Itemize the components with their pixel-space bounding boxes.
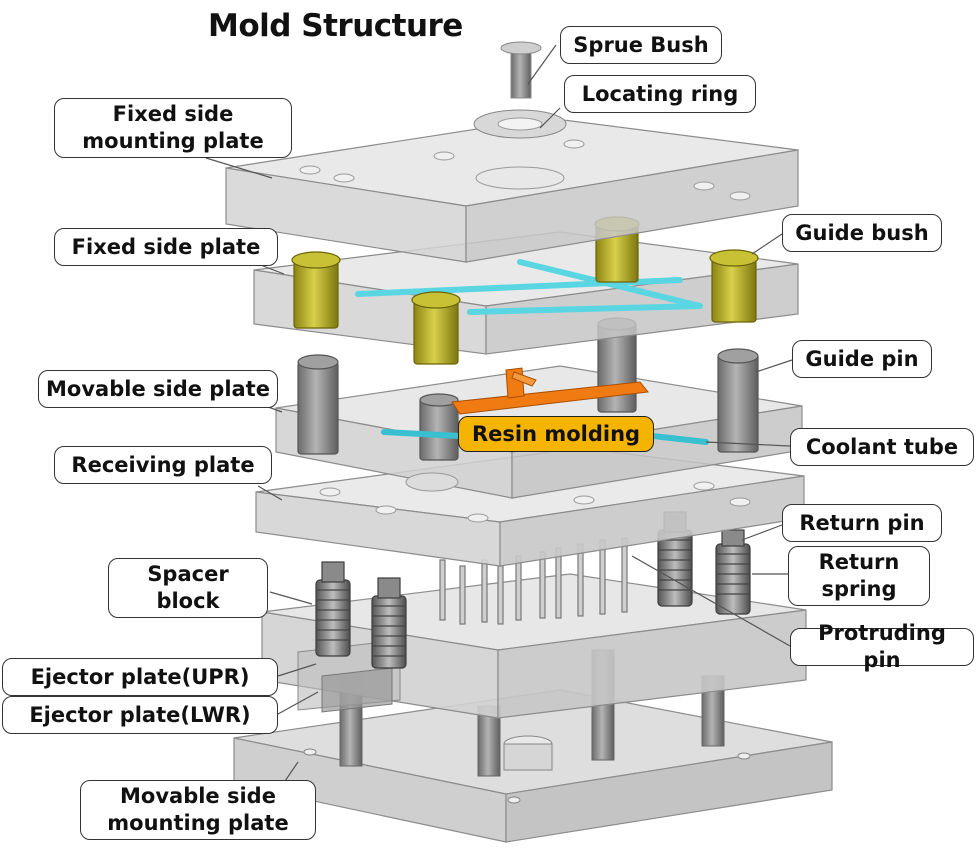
label-movable-side-mounting-plate: Movable side mounting plate bbox=[80, 780, 316, 840]
label-fixed-side-mounting-plate: Fixed side mounting plate bbox=[54, 98, 292, 158]
label-receiving-plate: Receiving plate bbox=[54, 446, 272, 484]
sprue-bush-shape bbox=[500, 41, 542, 99]
leader-lines bbox=[205, 44, 793, 807]
label-protruding-pin: Protruding pin bbox=[790, 621, 974, 672]
locating-ring-shape bbox=[473, 109, 567, 139]
movable-side-mounting-plate-shape bbox=[233, 689, 833, 843]
label-guide-bush: Guide bush bbox=[782, 214, 942, 252]
label-sprue-bush: Sprue Bush bbox=[560, 26, 722, 64]
label-return-spring: Return spring bbox=[788, 546, 930, 606]
label-fixed-side-plate: Fixed side plate bbox=[54, 228, 278, 266]
guide-bushes bbox=[291, 216, 759, 365]
label-return-pin: Return pin bbox=[782, 504, 942, 542]
label-resin-molding: Resin molding bbox=[458, 416, 654, 452]
label-movable-side-plate: Movable side plate bbox=[38, 370, 278, 408]
label-ejector-plate-lwr: Ejector plate(LWR) bbox=[2, 696, 278, 734]
label-locating-ring: Locating ring bbox=[564, 75, 756, 113]
diagram-title: Mold Structure bbox=[208, 8, 463, 44]
label-guide-pin: Guide pin bbox=[792, 340, 932, 378]
fixed-side-mounting-plate-shape bbox=[225, 117, 799, 263]
resin-molding-shape bbox=[451, 367, 649, 415]
label-spacer-block: Spacer block bbox=[108, 558, 268, 618]
label-coolant-tube: Coolant tube bbox=[790, 428, 974, 466]
label-ejector-plate-upr: Ejector plate(UPR) bbox=[2, 658, 278, 696]
